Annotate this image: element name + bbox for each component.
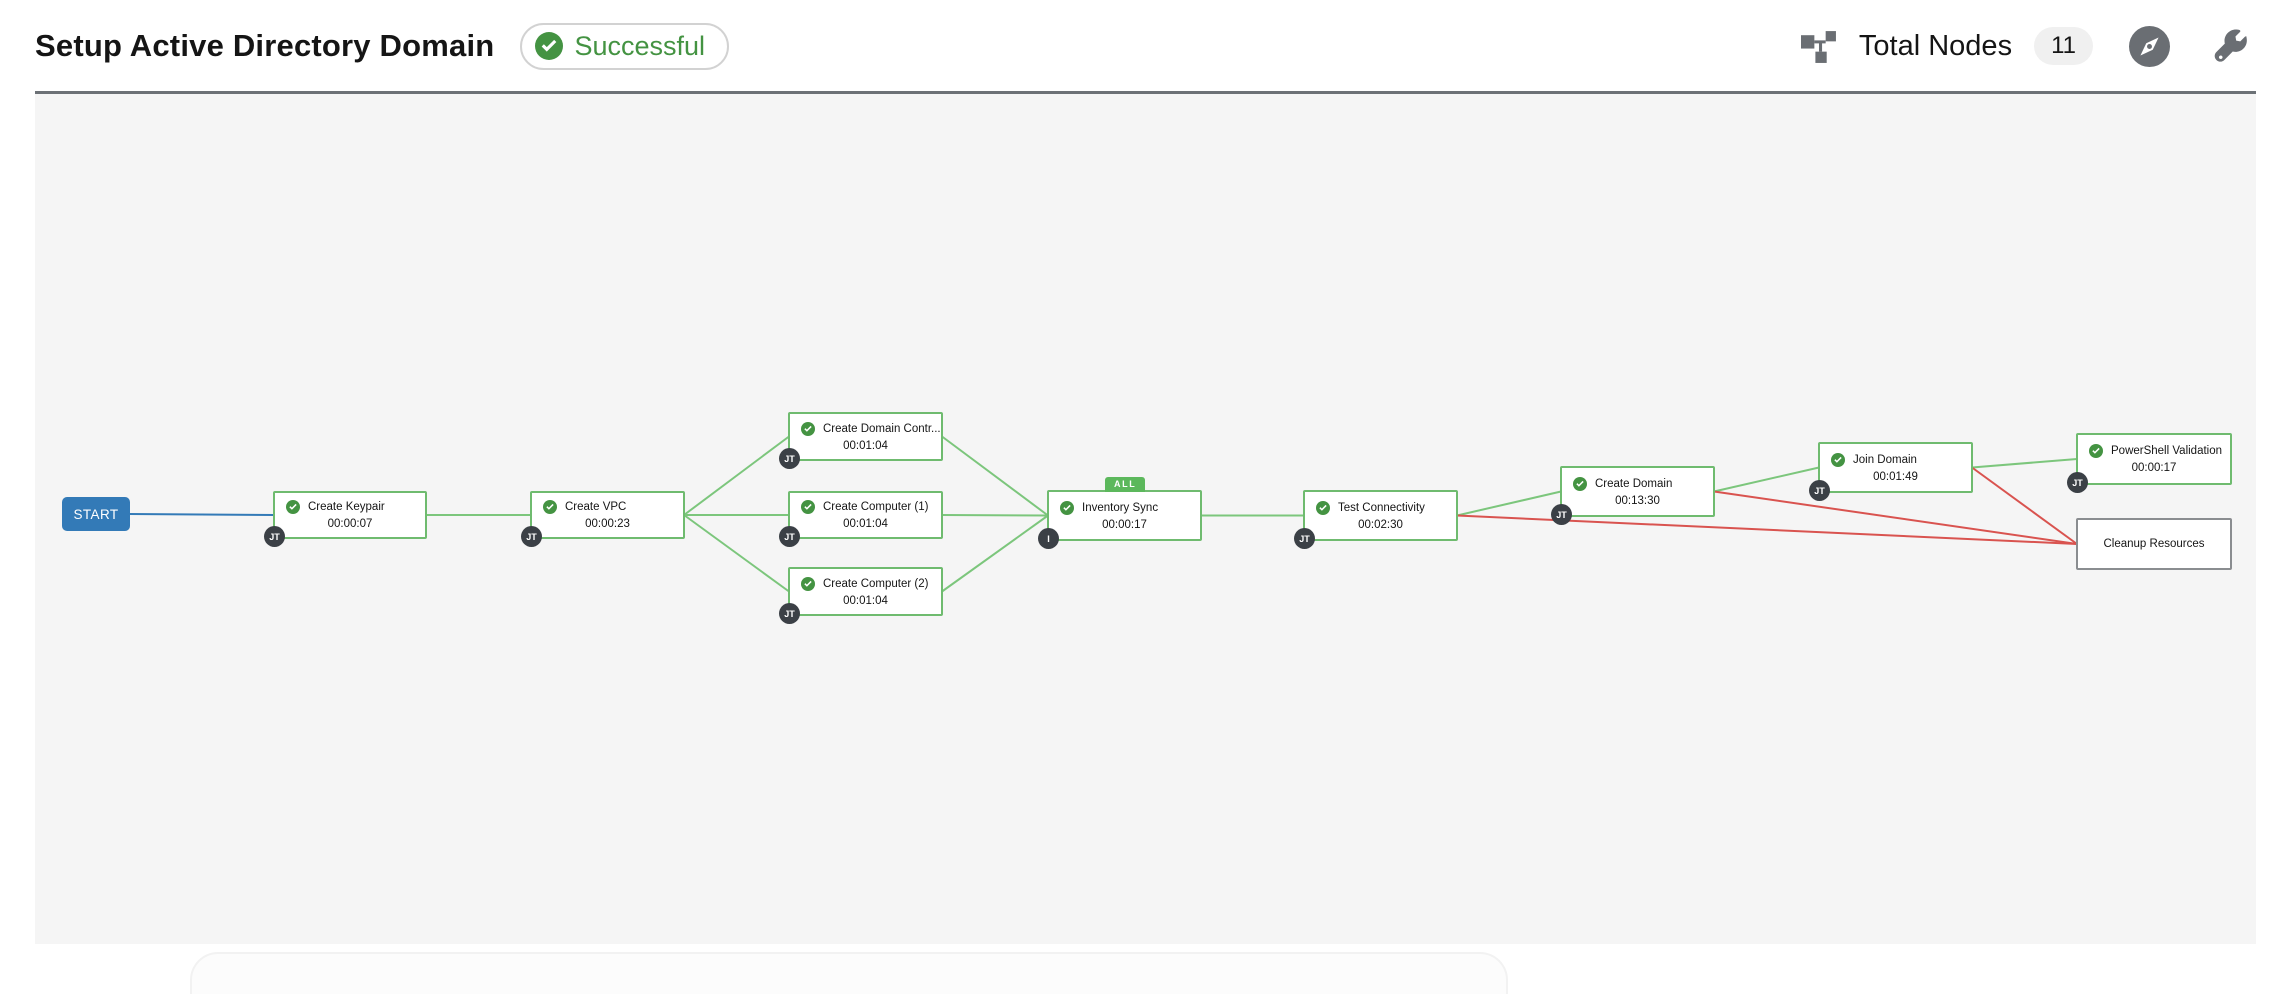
link-join-cleanup (1971, 466, 2078, 545)
link-domain-join (1713, 466, 1820, 493)
node-label: Create Domain Contr... (823, 422, 941, 435)
node-label: Test Connectivity (1338, 501, 1425, 514)
tools-button[interactable] (2214, 28, 2250, 64)
check-circle-icon (1060, 500, 1074, 515)
check-circle-icon (286, 500, 300, 514)
link-start-keypair (128, 513, 275, 516)
workflow-node-start[interactable]: START (62, 497, 130, 531)
check-circle-icon (801, 576, 815, 591)
node-type-badge: JT (1294, 528, 1315, 549)
node-type-badge: JT (779, 526, 800, 547)
header-right-toolbar: Total Nodes 11 (1800, 25, 2256, 67)
check-circle-icon (1316, 500, 1330, 515)
node-elapsed-time: 00:00:23 (585, 518, 630, 530)
node-elapsed-time: 00:00:17 (1102, 518, 1147, 531)
node-elapsed-time: 00:01:04 (843, 594, 888, 607)
all-convergence-tag: ALL (1105, 477, 1146, 492)
link-vpc-dc (683, 435, 790, 516)
node-label: Create Domain (1595, 477, 1673, 490)
link-join-ps (1971, 458, 2078, 469)
start-node-label: START (73, 506, 119, 522)
legend-compass-button[interactable] (2129, 25, 2170, 67)
total-nodes-count: 11 (2034, 27, 2093, 65)
check-circle-icon (543, 500, 557, 514)
node-label: Create VPC (565, 501, 627, 513)
link-test-domain (1456, 490, 1562, 517)
node-label: Cleanup Resources (2103, 538, 2205, 550)
check-circle-icon (1573, 476, 1587, 491)
node-elapsed-time: 00:01:04 (843, 518, 888, 530)
node-type-badge: I (1038, 528, 1059, 549)
node-label: Inventory Sync (1082, 501, 1159, 514)
check-circle-icon (801, 500, 815, 514)
node-elapsed-time: 00:00:07 (327, 518, 373, 530)
node-elapsed-time: 00:01:49 (1873, 470, 1918, 483)
workflow-node-cleanup[interactable]: Cleanup Resources (2076, 518, 2232, 570)
link-domain-cleanup (1713, 490, 2078, 545)
node-type-badge: JT (2067, 472, 2088, 493)
node-type-badge: JT (779, 448, 800, 469)
check-circle-icon (535, 32, 564, 60)
status-badge: Successful (520, 22, 729, 70)
node-type-badge: JT (264, 526, 285, 547)
node-elapsed-time: 00:00:17 (2131, 462, 2177, 474)
node-label: Create Computer (2) (823, 577, 929, 590)
check-circle-icon (2089, 444, 2103, 458)
workflow-output-header: Setup Active Directory Domain Successful… (35, 0, 2256, 92)
link-comp2-inv (941, 514, 1049, 593)
wrench-icon (2214, 29, 2247, 62)
check-circle-icon (801, 421, 815, 436)
status-label: Successful (574, 30, 705, 61)
link-dc-inv (941, 435, 1049, 517)
node-label: Create Keypair (308, 501, 385, 513)
node-elapsed-time: 00:13:30 (1615, 494, 1660, 507)
compass-icon (2129, 25, 2170, 67)
node-label: Join Domain (1853, 453, 1917, 466)
node-elapsed-time: 00:01:04 (843, 439, 888, 452)
bottom-sheet-edge (190, 952, 1508, 994)
node-type-badge: JT (1809, 480, 1830, 501)
node-type-badge: JT (521, 526, 542, 547)
link-vpc-comp2 (683, 514, 790, 593)
node-type-badge: JT (1551, 504, 1572, 525)
check-circle-icon (1831, 452, 1845, 467)
header-divider (35, 91, 2256, 94)
node-label: PowerShell Validation (2111, 445, 2223, 457)
node-elapsed-time: 00:02:30 (1358, 518, 1403, 531)
page-title: Setup Active Directory Domain (35, 28, 495, 63)
node-type-badge: JT (779, 603, 800, 624)
node-label: Create Computer (1) (823, 501, 929, 513)
total-nodes-label: Total Nodes (1858, 29, 2013, 62)
link-comp1-inv (941, 514, 1049, 517)
workflow-nodes-icon (1800, 29, 1838, 64)
